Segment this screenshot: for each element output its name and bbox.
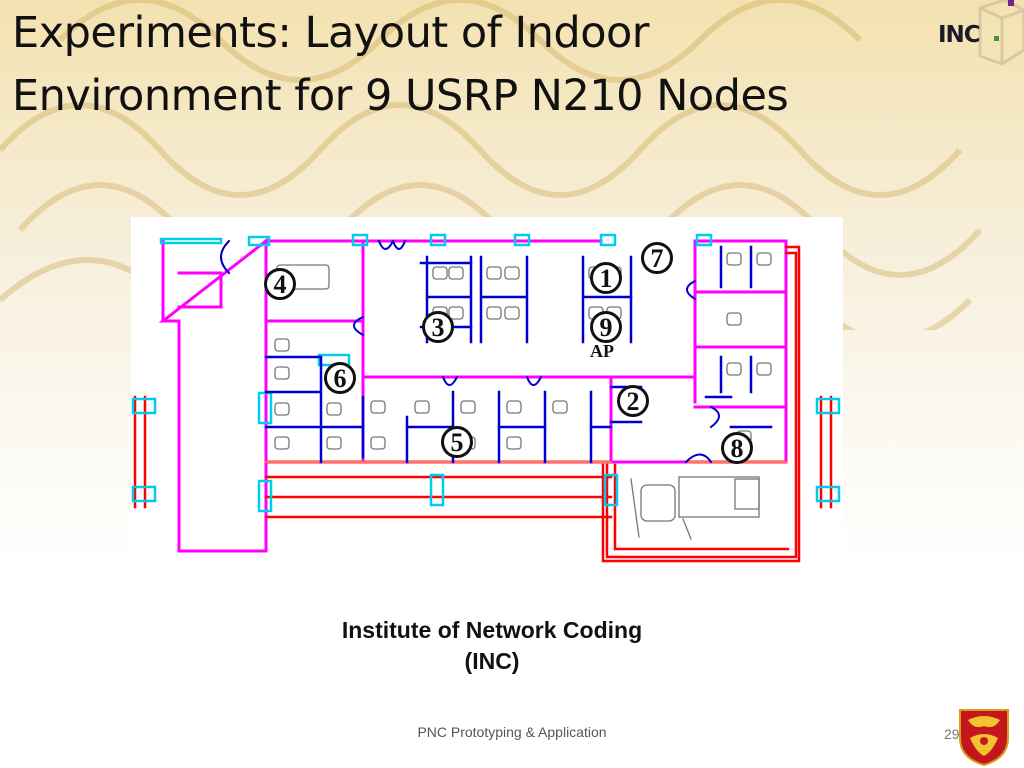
diagram-caption: Institute of Network Coding (INC) [290, 615, 694, 677]
floor-plan-drawing [131, 233, 841, 563]
slide-title-line-1: Experiments: Layout of Indoor [12, 8, 650, 58]
slide-title: Experiments: Layout of Indoor Environmen… [12, 2, 932, 128]
node-marker-7: 7 [641, 242, 673, 274]
access-point-label: AP [590, 341, 614, 361]
inc-logo-text: INC [938, 22, 981, 48]
caption-line-2: (INC) [464, 648, 520, 674]
node-marker-1: 1 [590, 262, 622, 294]
node-marker-3: 3 [422, 311, 454, 343]
slide-footer: PNC Prototyping & Application [417, 724, 607, 740]
inc-logo-cube-icon [978, 0, 1024, 66]
node-marker-9: 9 [590, 311, 622, 343]
node-marker-2: 2 [617, 385, 649, 417]
node-marker-8: 8 [721, 432, 753, 464]
caption-line-1: Institute of Network Coding [341, 617, 643, 643]
node-marker-4: 4 [264, 268, 296, 300]
node-marker-5: 5 [441, 426, 473, 458]
page-number: 29 [944, 726, 960, 742]
university-crest-icon [959, 709, 1009, 766]
slide-title-line-2: Environment for 9 USRP N210 Nodes [12, 71, 789, 121]
floor-plan-diagram [131, 217, 843, 569]
node-marker-6: 6 [324, 362, 356, 394]
